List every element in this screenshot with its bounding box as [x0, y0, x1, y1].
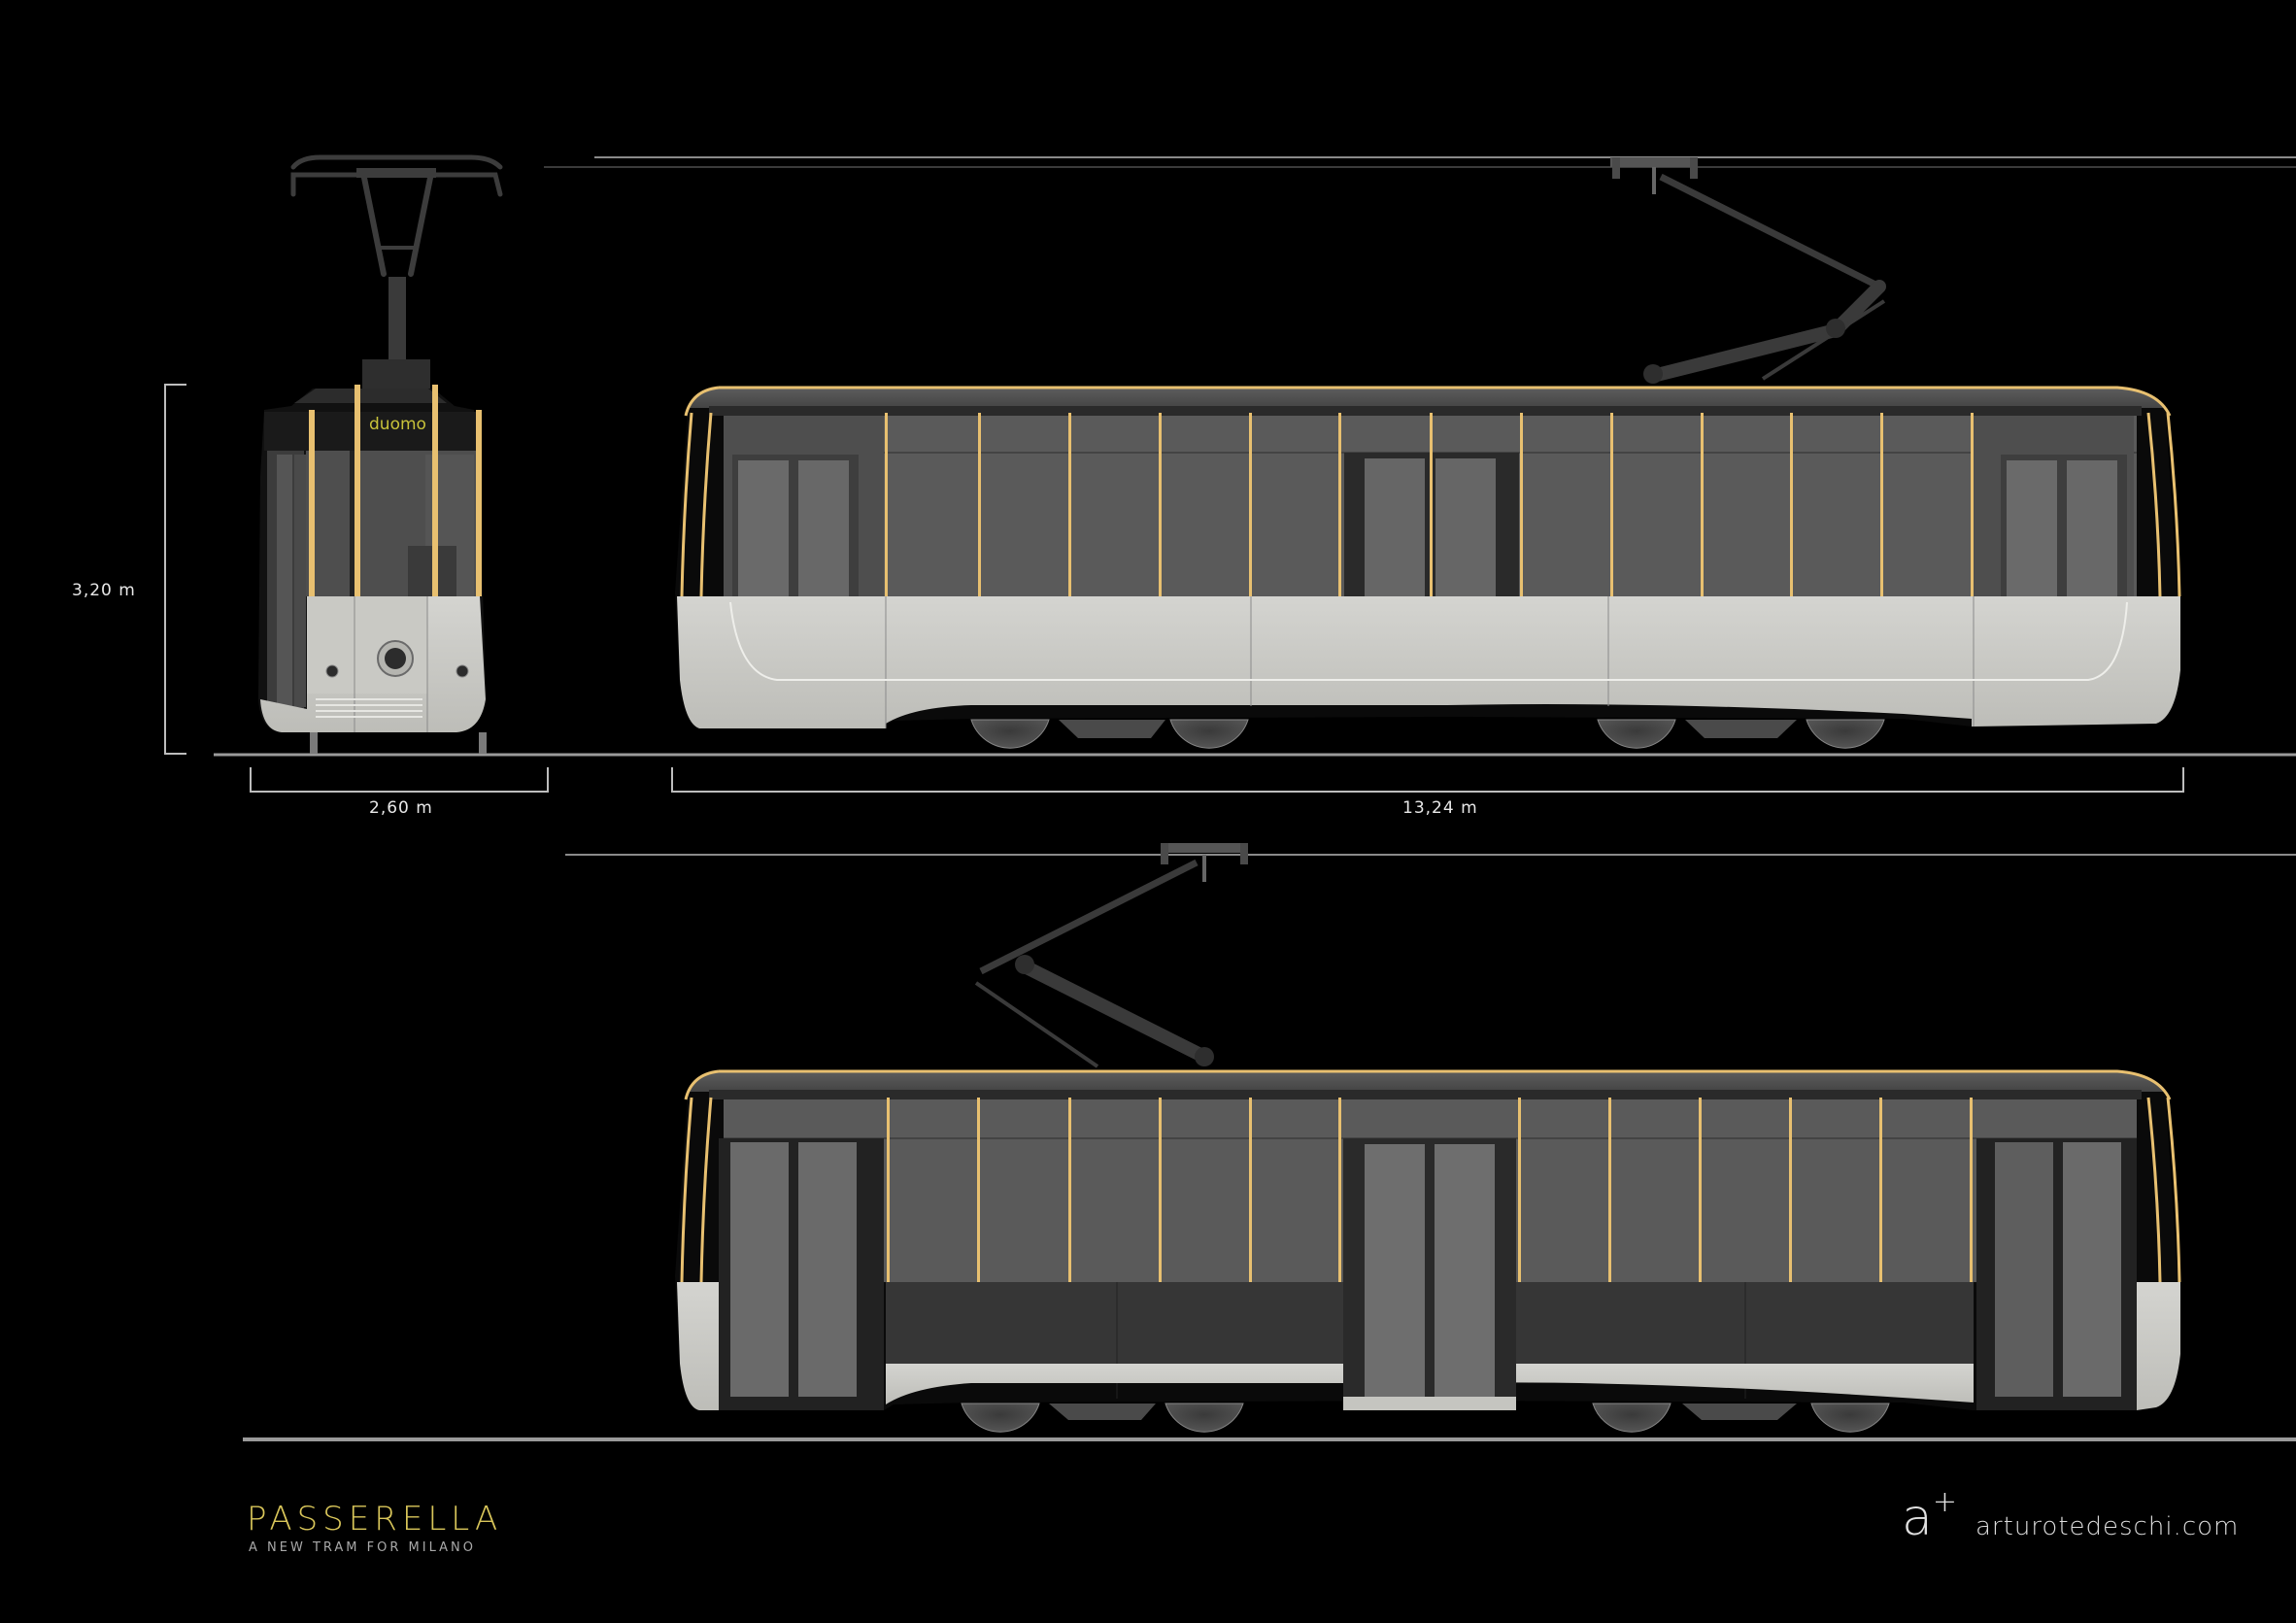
- length-dimension-line: [671, 767, 2184, 793]
- side-pantograph-bottom: [974, 843, 1248, 1068]
- side-pantograph-top: [1610, 157, 1886, 384]
- left-headlamp: [325, 664, 339, 678]
- logo-plus: +: [1932, 1484, 1958, 1519]
- project-title: PASSERELLA: [247, 1500, 503, 1538]
- gold-pillars-top: [885, 413, 1974, 596]
- width-dimension-line: [250, 767, 549, 793]
- a-plus-logo-icon: a+: [1902, 1487, 1957, 1543]
- length-dimension-label: 13,24 m: [1402, 798, 1478, 818]
- side-view-bottom: [243, 843, 2296, 1441]
- project-subtitle: A NEW TRAM FOR MILANO: [249, 1540, 476, 1555]
- side-view-top: [544, 156, 2296, 793]
- destination-sign: duomo: [369, 415, 426, 434]
- front-view: [164, 154, 2296, 793]
- bogies-top: [970, 719, 1885, 749]
- logo-mark: a: [1902, 1489, 1933, 1547]
- gold-pillars-bottom: [887, 1098, 1973, 1282]
- height-dimension-label: 3,20 m: [72, 581, 136, 600]
- right-headlamp: [456, 664, 469, 678]
- front-body: [258, 385, 487, 754]
- bogies-bottom: [961, 1403, 1890, 1433]
- front-pantograph: [290, 154, 503, 389]
- height-dimension-line: [164, 384, 186, 755]
- width-dimension-label: 2,60 m: [369, 798, 433, 818]
- website-link[interactable]: arturotedeschi.com: [1975, 1512, 2240, 1541]
